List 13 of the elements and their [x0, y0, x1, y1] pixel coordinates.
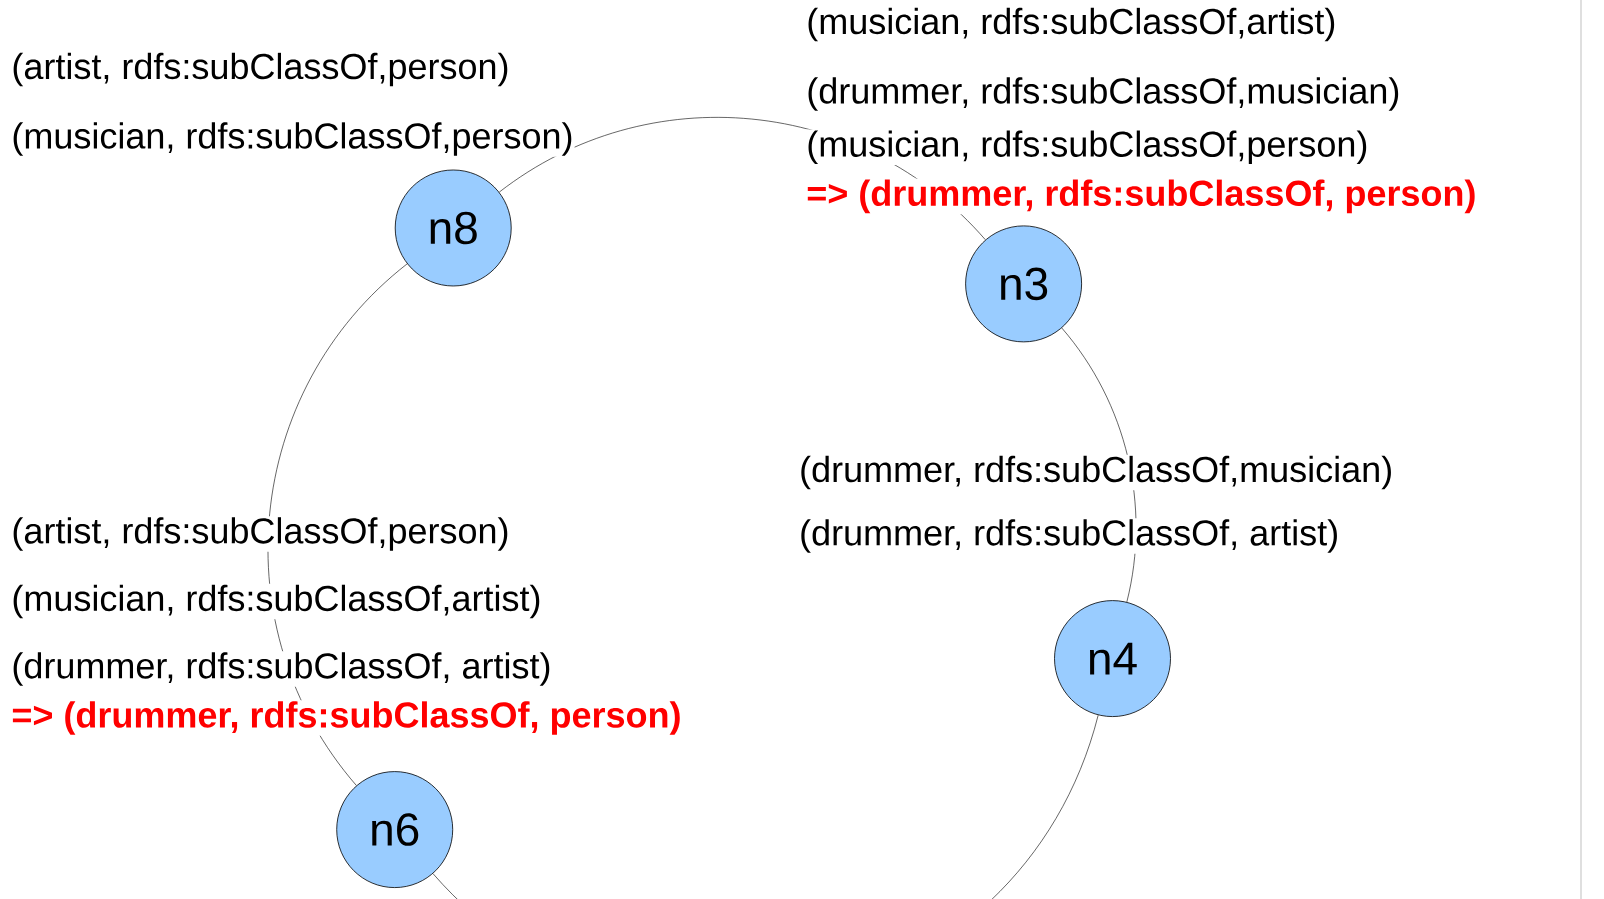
- ring-arc: [432, 714, 1099, 899]
- triple-text: (drummer, rdfs:subClassOf, artist): [10, 651, 553, 687]
- triple-text: (drummer, rdfs:subClassOf,musician): [798, 454, 1395, 491]
- triple-text: (musician, rdfs:subClassOf,person): [10, 121, 575, 157]
- triple-text: (musician, rdfs:subClassOf,person): [805, 129, 1370, 166]
- triple-text: (drummer, rdfs:subClassOf, artist): [798, 518, 1341, 554]
- triple-text: (musician, rdfs:subClassOf,artist): [805, 6, 1338, 43]
- triple-text: (artist, rdfs:subClassOf,person): [10, 51, 511, 88]
- conclusion-text: => (drummer, rdfs:subClassOf, person): [805, 178, 1478, 215]
- triple-text: (artist, rdfs:subClassOf,person): [10, 516, 511, 552]
- conclusion-text: => (drummer, rdfs:subClassOf, person): [10, 700, 683, 736]
- triple-text: (musician, rdfs:subClassOf,artist): [10, 583, 543, 620]
- triple-text: (drummer, rdfs:subClassOf,musician): [805, 76, 1402, 112]
